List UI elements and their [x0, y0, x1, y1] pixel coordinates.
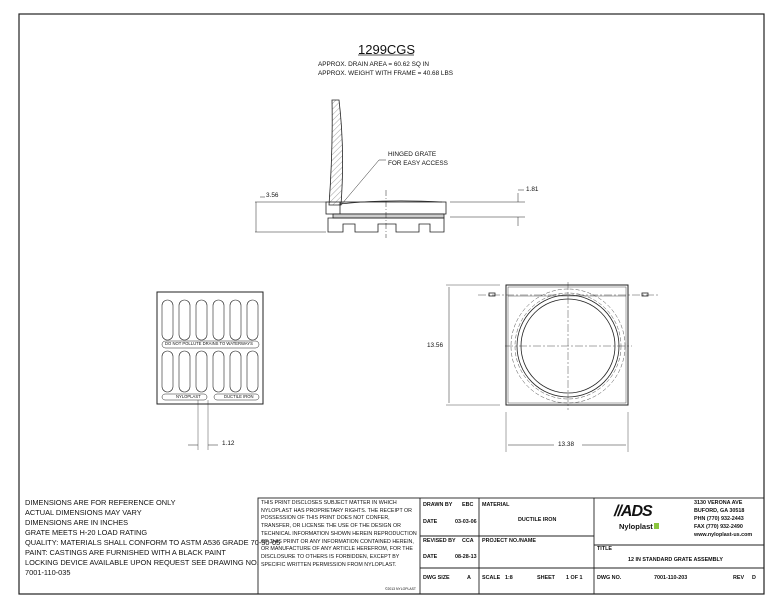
grate-label-top: DO NOT POLLUTE DRAINS TO WATERWAYS	[165, 341, 253, 346]
grate-slot	[212, 350, 225, 393]
material-label: MATERIAL	[482, 502, 510, 508]
grate-label-plate	[213, 393, 260, 401]
dwg-no-label: DWG NO.	[597, 575, 622, 581]
logo-ads-text: ADS	[620, 503, 653, 520]
disclaimer-text: THIS PRINT DISCLOSES SUBJECT MATTER IN W…	[261, 500, 417, 568]
address-line: 3130 VERONA AVE	[694, 500, 743, 506]
material-value: DUCTILE IRON	[518, 517, 557, 523]
dim-13-56: 13.56	[427, 342, 443, 349]
dwg-size-label: DWG SIZE	[423, 575, 450, 581]
note: QUALITY: MATERIALS SHALL CONFORM TO ASTM…	[25, 538, 281, 547]
callout-hinged-grate: HINGED GRATE	[388, 151, 437, 158]
rev-date-value: 08-28-13	[455, 554, 477, 560]
dim-13-38: 13.38	[558, 441, 574, 448]
address-line: FAX (770) 932-2490	[694, 524, 743, 530]
grate-label-plate	[161, 340, 260, 349]
grate-slot	[161, 299, 174, 341]
address-line: PHN (770) 932-2443	[694, 516, 744, 522]
date-value: 03-03-06	[455, 519, 477, 525]
dwg-no-value: 7001-110-203	[654, 575, 688, 581]
copyright: ©2013 NYLOPLAST	[385, 587, 416, 591]
note: GRATE MEETS H-20 LOAD RATING	[25, 528, 148, 537]
frame-plan-view	[446, 282, 658, 452]
dim-1-81: 1.81	[526, 186, 539, 193]
dwg-size-value: A	[467, 575, 471, 581]
project-label: PROJECT NO./NAME	[482, 538, 536, 544]
revised-by-label: REVISED BY	[423, 538, 456, 544]
logo-nyloplast-text: Nyloplast	[619, 522, 653, 531]
side-view	[255, 99, 525, 238]
grate-slot	[195, 350, 208, 393]
grate-outline	[156, 291, 264, 405]
grate-slot	[246, 299, 259, 341]
note: DIMENSIONS ARE IN INCHES	[25, 518, 129, 527]
drawn-by-value: EBC	[462, 502, 474, 508]
grate-slot	[212, 299, 225, 341]
rev-date-label: DATE	[423, 554, 438, 560]
note: DIMENSIONS ARE FOR REFERENCE ONLY	[25, 498, 176, 507]
grate-label-ductile-iron: DUCTILE IRON	[224, 394, 254, 399]
revised-by-value: CCA	[462, 538, 474, 544]
grate-slot	[246, 350, 259, 393]
grate-slot	[229, 350, 242, 393]
sheet-label: SHEET	[537, 575, 555, 581]
rev-label: REV	[733, 575, 745, 581]
note: ACTUAL DIMENSIONS MAY VARY	[25, 508, 142, 517]
part-number: 1299CGS	[358, 42, 416, 57]
note: 7001-110-035	[25, 568, 71, 577]
logo-slashes: //	[614, 503, 622, 520]
drawing-title: 12 IN STANDARD GRATE ASSEMBLY	[628, 557, 723, 563]
dim-3-56: 3.56	[266, 192, 279, 199]
drain-area: APPROX. DRAIN AREA = 60.62 SQ IN	[318, 61, 429, 68]
date-label: DATE	[423, 519, 438, 525]
grate-slot	[178, 350, 191, 393]
grate-slot	[195, 299, 208, 341]
grate-slot	[161, 350, 174, 393]
grate-plan-view	[156, 291, 264, 450]
logo-nyloplast: Nyloplast	[619, 523, 659, 531]
rev-value: D	[752, 575, 756, 581]
note: LOCKING DEVICE AVAILABLE UPON REQUEST SE…	[25, 558, 259, 567]
logo-mark-icon	[653, 523, 659, 529]
grate-slot	[229, 299, 242, 341]
note: PAINT: CASTINGS ARE FURNISHED WITH A BLA…	[25, 548, 226, 557]
hinged-grate	[328, 99, 343, 206]
weight: APPROX. WEIGHT WITH FRAME = 40.68 LBS	[318, 70, 454, 77]
drawn-by-label: DRAWN BY	[423, 502, 453, 508]
sheet-value: 1 OF 1	[566, 575, 583, 581]
title-block-lines	[257, 497, 765, 595]
grate-label-plate	[161, 393, 208, 401]
logo-ads: //ADS	[614, 503, 653, 520]
address-line: BUFORD, GA 30518	[694, 508, 745, 514]
scale-value: 1:8	[505, 575, 513, 581]
scale-label: SCALE	[482, 575, 501, 581]
dim-1-12: 1.12	[222, 440, 235, 447]
title-label: TITLE	[597, 546, 612, 552]
grate-slot	[178, 299, 191, 341]
grate-label-nyloplast: NYLOPLAST	[176, 394, 201, 399]
callout-easy-access: FOR EASY ACCESS	[388, 160, 448, 167]
address-line: www.nyloplast-us.com	[694, 532, 753, 538]
